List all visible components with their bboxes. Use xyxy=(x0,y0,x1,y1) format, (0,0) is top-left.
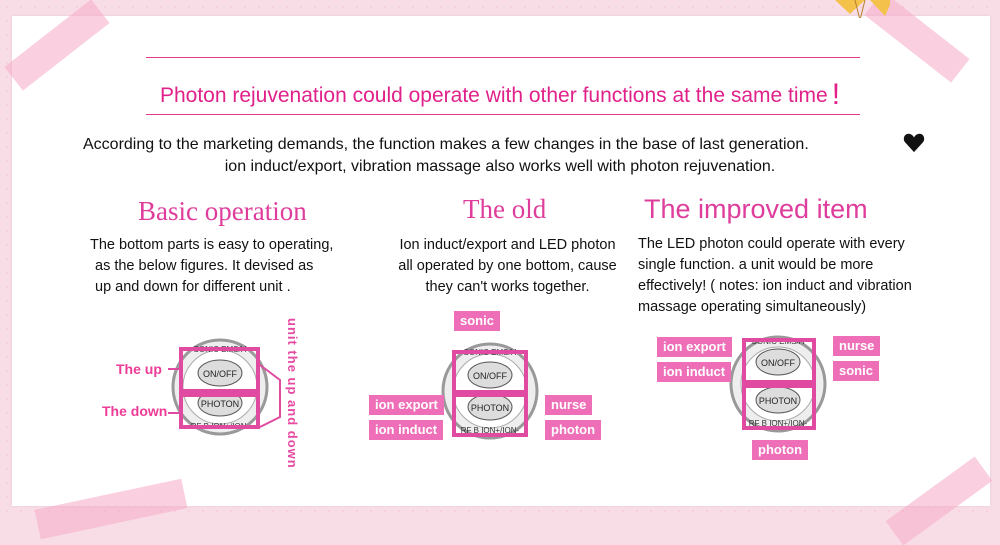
label-sonic: sonic xyxy=(833,361,879,381)
tape-decoration xyxy=(885,456,993,545)
basic-title: Basic operation xyxy=(138,196,307,226)
label-nurse: nurse xyxy=(545,395,593,415)
intro-line-1: According to the marketing demands, the … xyxy=(83,136,809,153)
label-photon: photon xyxy=(752,440,809,460)
basic-text-line: up and down for different unit . xyxy=(95,279,291,295)
improved-device-diagram: ON/OFF PHOTON SONIC EMS/H RF B ION+/ION- xyxy=(729,335,827,433)
old-title: The old xyxy=(463,194,547,224)
onoff-text: ON/OFF xyxy=(761,358,795,368)
old-device-diagram: ON/OFF PHOTON SONIC EMS/H RF B ION+/ION- xyxy=(441,342,539,440)
bottom-arc-text: RF B ION+/ION- xyxy=(749,419,808,428)
onoff-text: ON/OFF xyxy=(473,371,507,381)
ribbon-decoration xyxy=(835,0,890,18)
old-text-line: all operated by one bottom, cause xyxy=(398,258,617,274)
improved-text-line: massage operating simultaneously) xyxy=(638,299,867,315)
improved-text-line: single function. a unit would be more xyxy=(638,257,874,273)
improved-title: The improved item xyxy=(644,194,868,224)
basic-text-line: The bottom parts is easy to operating, xyxy=(90,237,334,253)
basic-device-diagram: ON/OFF PHOTON SONIC EMS/H RF B ION+/ION- xyxy=(171,338,269,436)
improved-text-line: effectively! ( notes: ion induct and vib… xyxy=(638,278,912,294)
improved-text-line: The LED photon could operate with every xyxy=(638,236,905,252)
old-text-line: they can't works together. xyxy=(425,279,590,295)
divider-top xyxy=(146,57,860,58)
label-ion-export: ion export xyxy=(369,395,444,415)
tape-decoration xyxy=(34,478,188,540)
bottom-arc-text: RF B ION+/ION- xyxy=(461,426,520,435)
label-down: The down xyxy=(102,403,168,419)
headline: Photon rejuvenation could operate with o… xyxy=(159,78,841,111)
label-photon: photon xyxy=(545,420,602,440)
old-description: Ion induct/export and LED photon all ope… xyxy=(380,235,635,298)
label-ion-induct: ion induct xyxy=(369,420,444,440)
heart-icon xyxy=(903,133,925,153)
improved-description: The LED photon could operate with every … xyxy=(638,234,912,318)
label-ion-induct: ion induct xyxy=(657,362,732,382)
photon-text: PHOTON xyxy=(201,399,239,409)
label-up: The up xyxy=(116,361,162,377)
old-text-line: Ion induct/export and LED photon xyxy=(399,237,616,253)
label-unit-vertical: unit the up and down xyxy=(285,318,300,469)
photon-text: PHOTON xyxy=(471,403,509,413)
label-sonic: sonic xyxy=(454,311,500,331)
basic-description: The bottom parts is easy to operating, a… xyxy=(90,235,333,298)
label-ion-export: ion export xyxy=(657,337,732,357)
onoff-text: ON/OFF xyxy=(203,369,237,379)
photon-text: PHOTON xyxy=(759,396,797,406)
basic-text-line: as the below figures. It devised as xyxy=(95,258,314,274)
label-nurse: nurse xyxy=(833,336,881,356)
intro-line-2: ion induct/export, vibration massage als… xyxy=(224,158,776,175)
basic-connectors xyxy=(168,364,281,428)
divider-bottom xyxy=(146,114,860,115)
